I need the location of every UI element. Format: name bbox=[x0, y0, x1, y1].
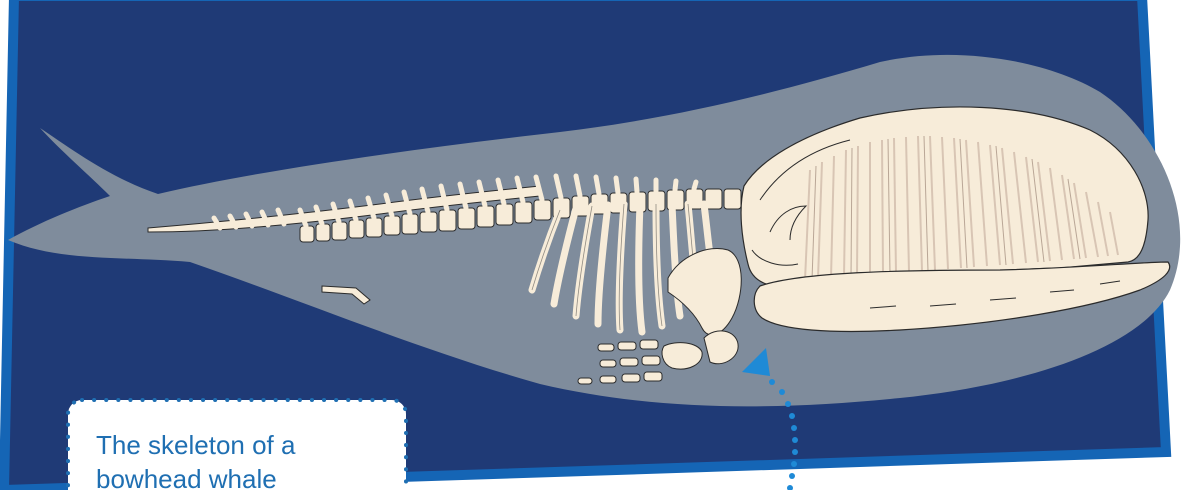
caption-text: The skeleton of a bowhead whale bbox=[96, 428, 396, 496]
